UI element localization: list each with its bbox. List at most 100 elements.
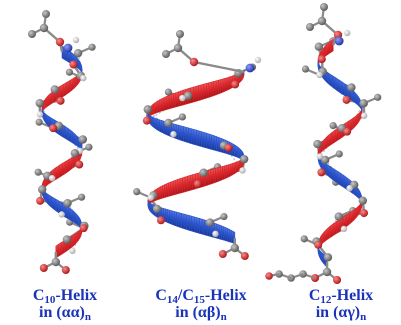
hydrogen-atom bbox=[69, 247, 76, 255]
carbon-atom bbox=[73, 48, 83, 58]
ribbon-back-segment bbox=[200, 83, 204, 101]
carbon-atom bbox=[329, 122, 337, 130]
oxygen-atom bbox=[189, 57, 199, 67]
hydrogen-bond bbox=[316, 144, 322, 173]
ribbon-front-segment bbox=[194, 216, 198, 234]
ribbon-front-segment bbox=[191, 215, 195, 233]
carbon-atom bbox=[77, 193, 86, 201]
ribbon-back-segment bbox=[207, 169, 212, 186]
ribbon-front-segment bbox=[185, 126, 189, 144]
carbon-atom bbox=[374, 93, 382, 101]
oxygen-atom bbox=[156, 216, 165, 225]
oxygen-atom bbox=[218, 250, 227, 258]
ribbon-front-segment bbox=[183, 126, 187, 143]
ribbon-back-segment bbox=[170, 180, 174, 197]
ribbon-back-segment bbox=[172, 180, 176, 196]
oxygen-atom bbox=[142, 116, 151, 125]
cap-bond bbox=[193, 60, 245, 74]
nitrogen-atom bbox=[63, 43, 73, 53]
carbon-atom bbox=[78, 135, 88, 144]
helix-name: C14/C15-Helix bbox=[155, 287, 247, 306]
helix-name: C10-Helix bbox=[32, 287, 98, 306]
carbon-atom bbox=[70, 148, 80, 158]
carbon-atom bbox=[85, 143, 93, 151]
oxygen-atom bbox=[193, 180, 202, 189]
ribbon-back-segment bbox=[222, 77, 226, 93]
carbon-atom bbox=[230, 243, 240, 253]
oxygen-atom bbox=[75, 160, 84, 169]
ribbon-back-segment bbox=[210, 168, 214, 185]
ribbon-back-segment bbox=[220, 78, 224, 94]
carbon-atom bbox=[88, 43, 96, 51]
ribbon-back-segment bbox=[182, 176, 186, 193]
nitrogen-atom bbox=[334, 36, 344, 46]
carbon-atom bbox=[38, 185, 47, 194]
hydrogen-atom bbox=[340, 225, 348, 233]
carbon-atom bbox=[164, 88, 172, 96]
carbon-atom bbox=[35, 98, 44, 108]
carbon-atom bbox=[65, 68, 74, 76]
hydrogen-atom bbox=[48, 174, 56, 182]
oxygen-atom bbox=[69, 60, 78, 69]
carbon-atom bbox=[63, 198, 72, 208]
ribbon-back-segment bbox=[175, 91, 179, 108]
carbon-atom bbox=[62, 235, 72, 244]
oxygen-atom bbox=[240, 252, 249, 260]
carbon-atom bbox=[51, 257, 61, 267]
hydrogen-atom bbox=[212, 230, 219, 238]
ribbon-front-segment bbox=[206, 132, 210, 150]
helix-label-c14-c15: C14/C15-Helix in (αβ)n bbox=[136, 287, 266, 323]
carbon-atom bbox=[320, 3, 328, 11]
hydrogen-atom bbox=[316, 71, 323, 79]
carbon-atom bbox=[39, 23, 49, 33]
carbon-atom bbox=[143, 105, 152, 114]
ribbon-front-segment bbox=[186, 214, 190, 231]
ribbon-front-segment bbox=[201, 131, 205, 148]
hydrogen-atom bbox=[239, 167, 246, 174]
oxygen-atom bbox=[360, 209, 369, 218]
oxygen-atom bbox=[224, 143, 233, 152]
hydrogen-atom bbox=[170, 131, 177, 138]
ribbon-front-segment bbox=[181, 212, 185, 230]
ribbon-front-segment bbox=[190, 128, 195, 145]
helix-model-c10 bbox=[28, 10, 96, 274]
ribbon-back-segment bbox=[222, 165, 225, 181]
carbon-atom bbox=[176, 30, 184, 38]
ribbon-back-segment bbox=[173, 92, 176, 109]
hydrogen-atom bbox=[80, 74, 87, 82]
ribbon-back-segment bbox=[205, 82, 210, 99]
ribbon-front-segment bbox=[193, 128, 197, 146]
ribbon-back-segment bbox=[192, 85, 197, 103]
carbon-atom bbox=[239, 154, 249, 164]
ribbon-back-segment bbox=[168, 94, 172, 110]
oxygen-atom bbox=[333, 276, 342, 284]
ribbon-front-segment bbox=[178, 124, 182, 141]
ribbon-back-segment bbox=[219, 165, 223, 181]
carbon-atom bbox=[334, 212, 343, 221]
ribbon-front-segment bbox=[198, 130, 202, 148]
carbon-atom bbox=[347, 83, 356, 92]
carbon-atom bbox=[34, 168, 42, 176]
helix-model-c14-c15 bbox=[133, 30, 262, 260]
ribbon-back-segment bbox=[166, 95, 170, 111]
ribbon-front-segment bbox=[196, 217, 200, 234]
oxygen-atom bbox=[265, 272, 273, 280]
ribbon-back-segment bbox=[164, 96, 168, 111]
ribbon-back-segment bbox=[208, 81, 212, 98]
ribbon-front-segment bbox=[211, 134, 215, 151]
carbon-atom bbox=[323, 253, 333, 262]
carbon-atom bbox=[300, 235, 308, 243]
ribbon-back-segment bbox=[170, 93, 174, 109]
ribbon-back-segment bbox=[184, 175, 188, 193]
helix-label-c12: C12-Helix in (αγ)n bbox=[276, 287, 401, 323]
ribbon-back-segment bbox=[179, 177, 183, 194]
hydrogen-atom bbox=[147, 194, 154, 201]
carbon-atom bbox=[359, 99, 368, 108]
oxygen-atom bbox=[231, 80, 240, 89]
ribbon-back-segment bbox=[215, 79, 219, 96]
ribbon-front-segment bbox=[174, 210, 177, 227]
carbon-atom bbox=[322, 267, 332, 277]
carbon-atom bbox=[162, 50, 170, 58]
ribbon-back-segment bbox=[218, 79, 221, 95]
nitrogen-atom bbox=[245, 63, 255, 73]
